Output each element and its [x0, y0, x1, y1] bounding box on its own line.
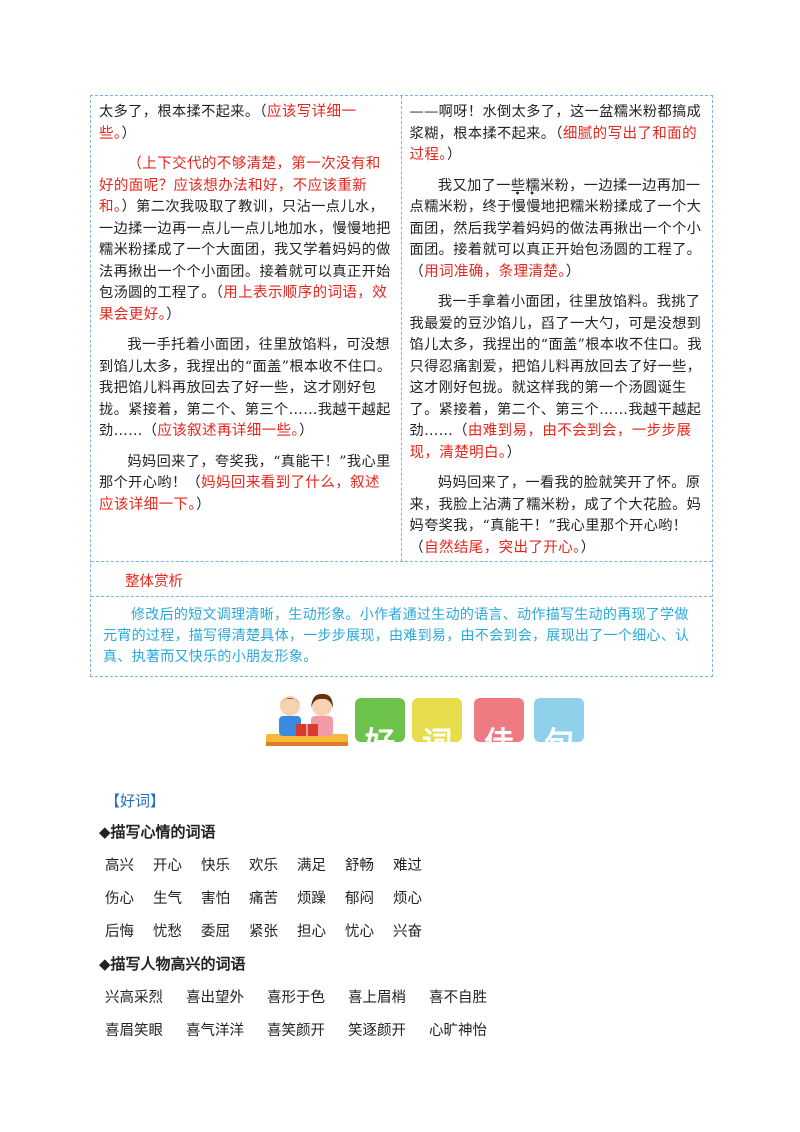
word-row-3: 后悔 忧愁 委屈 紧张 担心 忧心 兴奋: [105, 920, 705, 941]
right-p2-text-a: 我又加了: [437, 177, 497, 194]
word: 笑逐颜开: [348, 1023, 406, 1039]
comparison-frame: 太多了，根本揉不起来。（应该写详细一些。） （上下交代的不够清楚，第一次没有和好…: [90, 95, 713, 677]
word: 喜出望外: [186, 990, 244, 1006]
word: 快乐: [201, 858, 230, 874]
right-p2-end: ）: [565, 263, 581, 280]
left-p1-text: 太多了，根本揉不起来。（: [99, 104, 267, 120]
left-p4-end: ）: [196, 496, 211, 513]
word-row-1: 高兴 开心 快乐 欢乐 满足 舒畅 难过: [105, 854, 705, 875]
left-p2-comment: 上下交代的不够清楚，第一次没有和好的面呢？应该想办法和好，不应该重新和。: [99, 156, 381, 215]
word-row-4: 兴高采烈 喜出望外 喜形于色 喜上眉梢 喜不自胜: [105, 986, 705, 1007]
tile-jia: 佳: [474, 698, 524, 742]
word: 喜气洋洋: [186, 1023, 244, 1039]
left-paragraph-1: 太多了，根本揉不起来。（应该写详细一些。）: [99, 102, 393, 145]
left-p2-text: ）第二次我吸取了教训，只沾一点儿水，一边揉一边再一点儿一点儿地加水，慢慢地把糯米…: [99, 199, 391, 301]
vocab-heading: 【好词】: [105, 792, 166, 810]
reading-children-icon: [266, 693, 348, 746]
original-text-column: 太多了，根本揉不起来。（应该写详细一些。） （上下交代的不够清楚，第一次没有和好…: [91, 96, 402, 561]
right-p2-comment: 用词准确，条理清楚。: [424, 263, 566, 280]
left-p1-end: ）: [121, 125, 137, 142]
word: 委屈: [201, 924, 230, 940]
right-p1-text: ——啊呀！水倒太多了，这一盆糯米粉都搞成浆糊，根本揉不起来。（: [409, 104, 702, 142]
word: 紧张: [249, 924, 278, 940]
right-paragraph-1: ——啊呀！水倒太多了，这一盆糯米粉都搞成浆糊，根本揉不起来。（细腻的写出了和面的…: [410, 102, 705, 167]
word: 喜眉笑眼: [105, 1023, 163, 1039]
word: 生气: [153, 891, 182, 907]
word: 伤心: [105, 891, 134, 907]
word: 高兴: [105, 858, 134, 874]
right-p1-comment: 细腻的写出了和面的过程。: [409, 125, 697, 164]
word: 忧心: [345, 924, 374, 940]
summary-title: 整体赏析: [125, 574, 183, 590]
emphasis-dot-char-2: 些: [511, 178, 526, 194]
tile-ci-char: 词: [412, 718, 462, 742]
right-paragraph-3: 我一手拿着小面团，往里放馅料。我挑了我最爱的豆沙馅儿，舀了一大勺，可是没想到馅儿…: [410, 292, 705, 464]
right-p3-text: 我一手拿着小面团，往里放馅料。我挑了我最爱的豆沙馅儿，舀了一大勺，可是没想到馅儿…: [409, 294, 702, 439]
left-paragraph-3: 我一手托着小面团，往里放馅料，可没想到馅儿太多，我捏出的“面盖”根本收不住口。我…: [99, 335, 393, 443]
left-p1-comment: 应该写详细一些。: [99, 104, 357, 142]
right-p3-end: ）: [506, 444, 522, 461]
left-paragraph-4: 妈妈回来了，夸奖我，“真能干！”我心里那个开心哟！（妈妈回来看到了什么，叙述应该…: [99, 452, 393, 517]
left-p3-end: ）: [299, 423, 314, 439]
left-p3-text: 我一手托着小面团，往里放馅料，可没想到馅儿太多，我捏出的“面盖”根本收不住口。我…: [99, 337, 392, 439]
right-p4-end: ）: [580, 539, 596, 556]
happy-words-heading: ◆描写人物高兴的词语: [99, 955, 246, 973]
right-p1-end: ）: [446, 147, 462, 163]
tile-ju-char: 句: [534, 718, 584, 742]
word: 担心: [297, 924, 326, 940]
word-row-5: 喜眉笑眼 喜气洋洋 喜笑颜开 笑逐颜开 心旷神怡: [105, 1019, 705, 1040]
tile-ju: 句: [534, 698, 584, 742]
summary-text: 修改后的短文调理清晰，生动形象。小作者通过生动的语言、动作描写生动的再现了学做元…: [91, 596, 712, 676]
word: 难过: [393, 858, 422, 874]
left-p4-comment: 妈妈回来看到了什么，叙述应该详细一下。: [99, 475, 380, 513]
word: 喜不自胜: [429, 990, 487, 1006]
word-row-2: 伤心 生气 害怕 痛苦 烦躁 郁闷 烦心: [105, 887, 705, 908]
word: 兴高采烈: [105, 990, 163, 1006]
revised-text-column: ——啊呀！水倒太多了，这一盆糯米粉都搞成浆糊，根本揉不起来。（细腻的写出了和面的…: [402, 96, 713, 561]
word: 烦躁: [297, 891, 326, 907]
word: 喜形于色: [267, 990, 325, 1006]
word: 忧愁: [153, 924, 182, 940]
word: 后悔: [105, 924, 134, 940]
right-p3-comment: 由难到易，由不会到会，一步步展现，清楚明白。: [409, 423, 692, 461]
word: 满足: [297, 858, 326, 874]
tile-ci: 词: [412, 698, 462, 742]
word: 郁闷: [345, 891, 374, 907]
left-p4-text: 妈妈回来了，夸奖我，“真能干！”我心里那个开心哟！（: [99, 453, 391, 492]
word: 喜上眉梢: [348, 990, 406, 1006]
summary-header: 整体赏析: [91, 561, 712, 596]
tile-jia-char: 佳: [474, 718, 524, 742]
left-p3-comment: 应该叙述再详细一些。: [157, 423, 300, 439]
left-paragraph-2: （上下交代的不够清楚，第一次没有和好的面呢？应该想办法和好，不应该重新和。）第二…: [99, 154, 393, 326]
right-paragraph-2: 我又加了一些糯米粉，一边揉一边再加一点糯米粉，终于慢慢地把糯米粉揉成了一个大面团…: [410, 176, 705, 284]
right-p2-text-b: 糯米粉，一边揉一边再加一点糯米粉，终于慢慢地把糯米粉揉成了一个大面团，然后我学着…: [409, 177, 702, 280]
vocabulary-section: 【好词】 ◆描写心情的词语 高兴 开心 快乐 欢乐 满足 舒畅 难过 伤心 生气 害怕 痛苦 烦躁 郁…: [99, 790, 705, 1052]
word: 欢乐: [249, 858, 278, 874]
tile-hao-char: 好: [355, 718, 405, 742]
word: 舒畅: [345, 858, 374, 874]
right-paragraph-4: 妈妈回来了，一看我的脸就笑开了怀。原来，我脸上沾满了糯米粉，成了个大花脸。妈妈夸…: [410, 473, 705, 559]
left-p2-open: （: [127, 156, 143, 172]
good-words-banner: 好 词 佳 句: [262, 690, 587, 750]
mood-words-heading: ◆描写心情的词语: [99, 823, 216, 841]
right-p4-text: 妈妈回来了，一看我的脸就笑开了怀。原来，我脸上沾满了糯米粉，成了个大花脸。妈妈夸…: [409, 475, 702, 556]
word: 开心: [153, 858, 182, 874]
word: 心旷神怡: [429, 1023, 487, 1039]
right-p4-comment: 自然结尾，突出了开心。: [424, 539, 581, 556]
word: 痛苦: [249, 891, 278, 907]
word: 兴奋: [393, 924, 422, 940]
word: 烦心: [393, 891, 422, 907]
word: 喜笑颜开: [267, 1023, 325, 1039]
left-p2-comment-2: 用上表示顺序的词语，效果会更好。: [99, 285, 388, 323]
word: 害怕: [201, 891, 230, 907]
left-p2-end: ）: [166, 306, 181, 323]
tile-hao: 好: [355, 698, 405, 742]
